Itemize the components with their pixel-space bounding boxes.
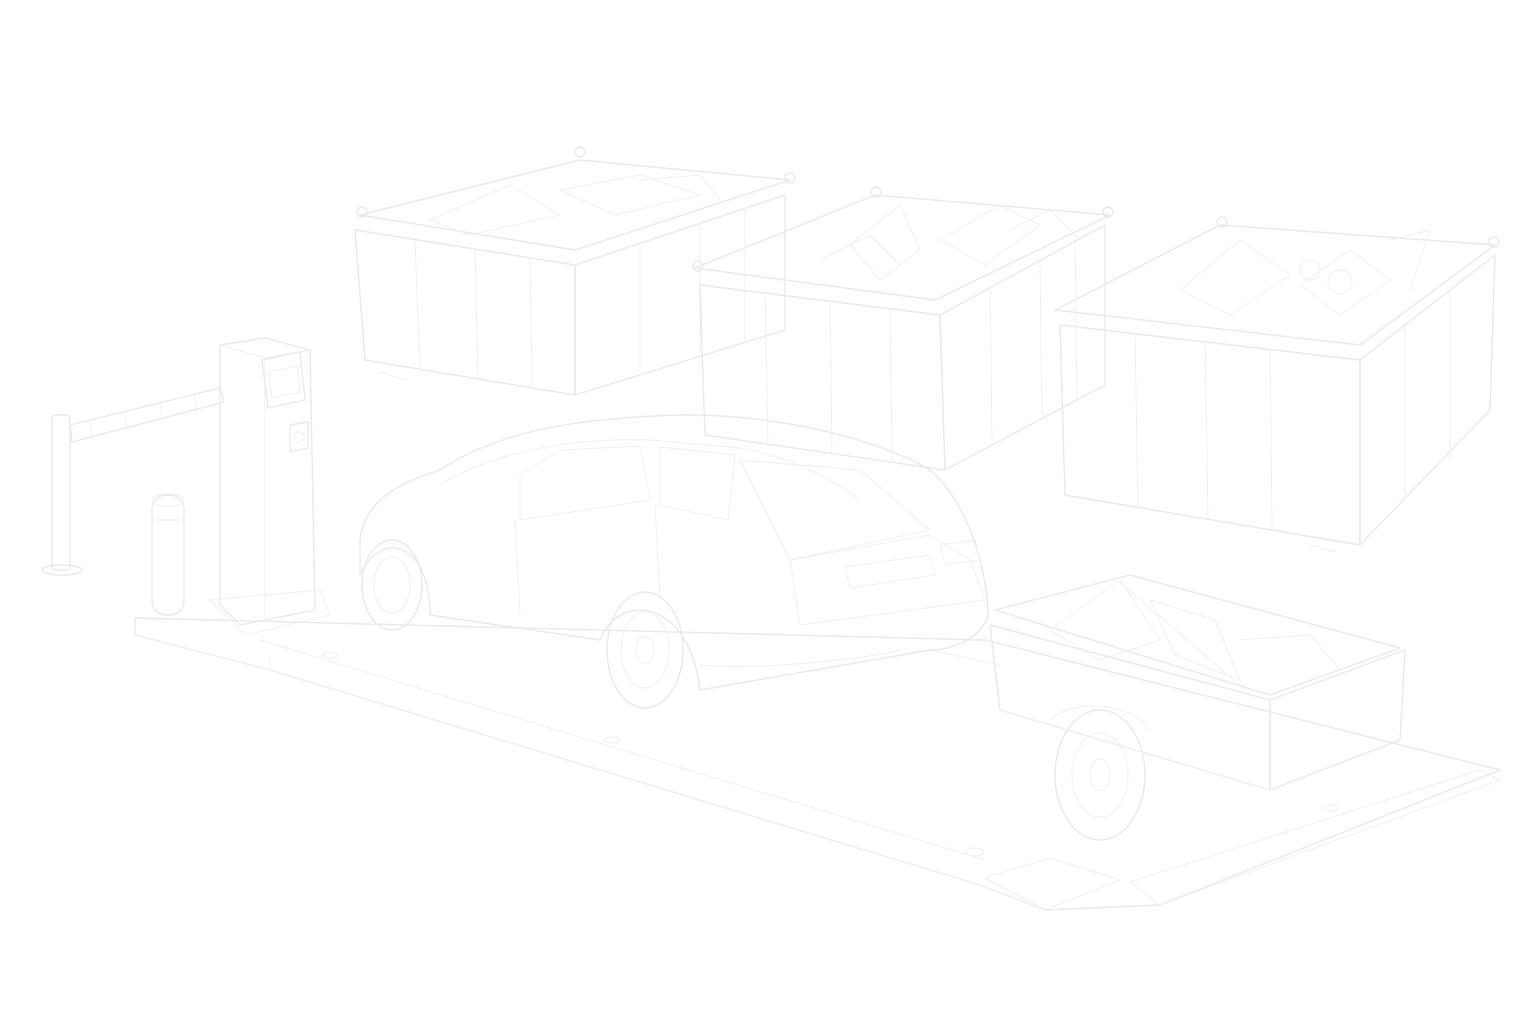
weighbridge-icon <box>134 617 1501 911</box>
container-2-icon <box>692 186 1114 471</box>
payment-terminal-icon <box>209 337 331 636</box>
container-1-icon <box>354 146 796 396</box>
trailer-icon <box>929 574 1406 841</box>
container-3-icon <box>1054 216 1500 553</box>
bollard-icon <box>151 493 185 616</box>
barrier-gate-icon <box>41 387 225 576</box>
car-icon <box>359 414 989 709</box>
